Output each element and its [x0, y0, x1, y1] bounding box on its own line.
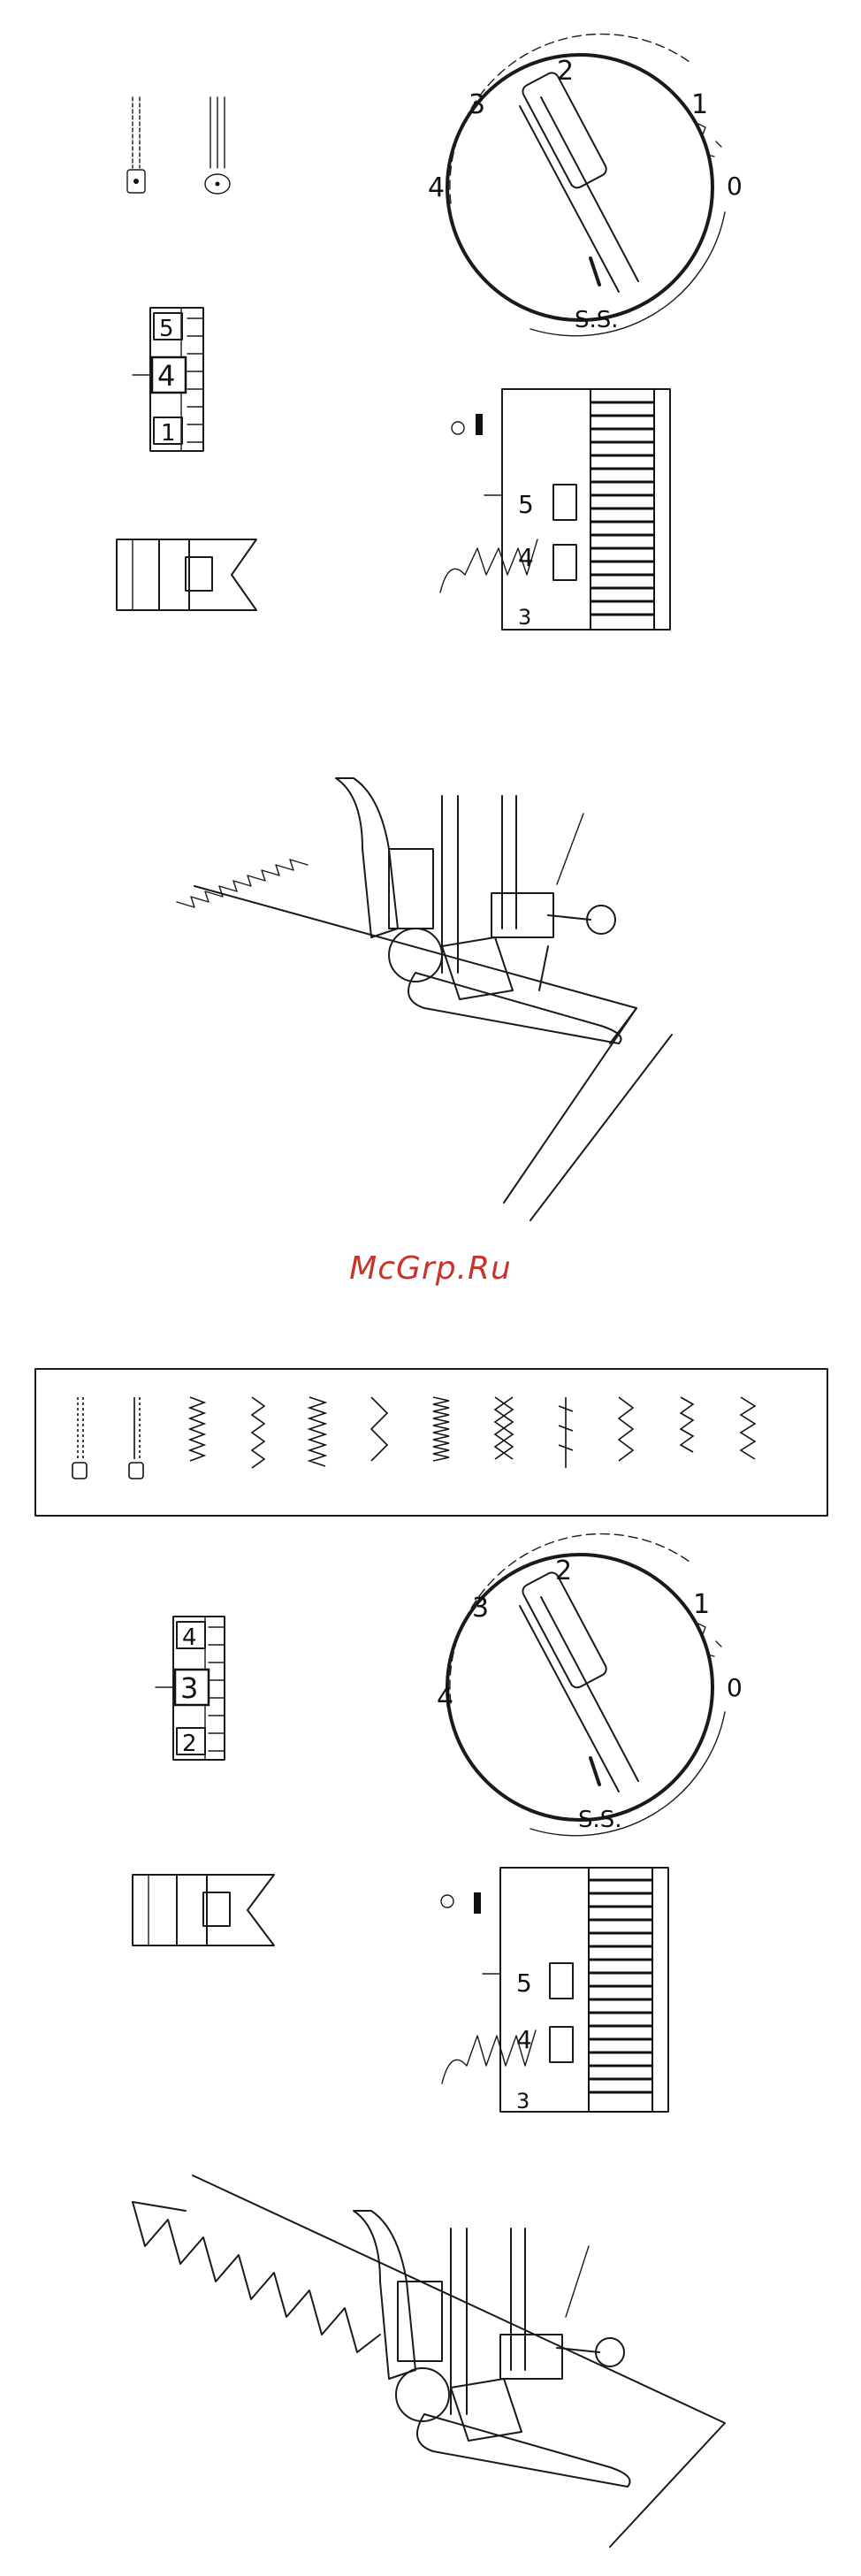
dial-number-0: 0 [727, 172, 743, 201]
needle-position-icon [127, 97, 230, 194]
stitch-length-window-icon-2: 5 4 3 [441, 1868, 668, 2114]
sewing-foot-illustration-1 [177, 778, 672, 1220]
dial-number-2: 2 [557, 56, 574, 87]
dial-label-ss-2: S.S. [578, 1807, 622, 1833]
dial-number-3: 3 [469, 89, 485, 120]
stitch-width-scale-icon-2: 4 3 2 [156, 1617, 225, 1760]
stitch-length-dial-icon: 2 3 4 1 0 S.S. [428, 34, 743, 336]
dial-number-1: 1 [691, 89, 708, 120]
length-scale-3: 3 [518, 605, 531, 630]
dial-number-2-2: 2 [555, 1556, 572, 1586]
dial-number-3-2: 3 [472, 1593, 489, 1624]
dial-number-4-2: 4 [437, 1683, 453, 1714]
stitch-length-dial-icon-2: 2 3 4 1 0 S.S. [437, 1534, 743, 1836]
width-scale-2-2: 2 [182, 1731, 197, 1757]
zigzag-foot-icon-2 [133, 1875, 274, 1945]
stitch-width-scale-icon: 5 4 1 [133, 308, 203, 451]
width-scale-4-2: 4 [182, 1624, 197, 1651]
length-scale-3-2: 3 [516, 2089, 530, 2114]
dial-label-ss: S.S. [575, 307, 619, 333]
dial-number-4: 4 [428, 172, 445, 203]
watermark-text: McGrp.Ru [0, 1250, 861, 1287]
stitch-length-window-icon: 5 4 3 [440, 389, 670, 630]
width-scale-1: 1 [161, 420, 176, 447]
width-scale-5: 5 [159, 316, 174, 342]
width-scale-3-2: 3 [180, 1671, 198, 1705]
zigzag-foot-icon [117, 539, 256, 610]
dial-number-1-2: 1 [693, 1589, 710, 1620]
sewing-foot-illustration-2 [133, 2175, 725, 2547]
stitch-pattern-strip [35, 1369, 827, 1516]
width-scale-4: 4 [157, 359, 175, 393]
length-scale-5-2: 5 [516, 1968, 532, 1998]
dial-number-0-2: 0 [727, 1673, 743, 1702]
length-scale-5: 5 [518, 490, 534, 519]
